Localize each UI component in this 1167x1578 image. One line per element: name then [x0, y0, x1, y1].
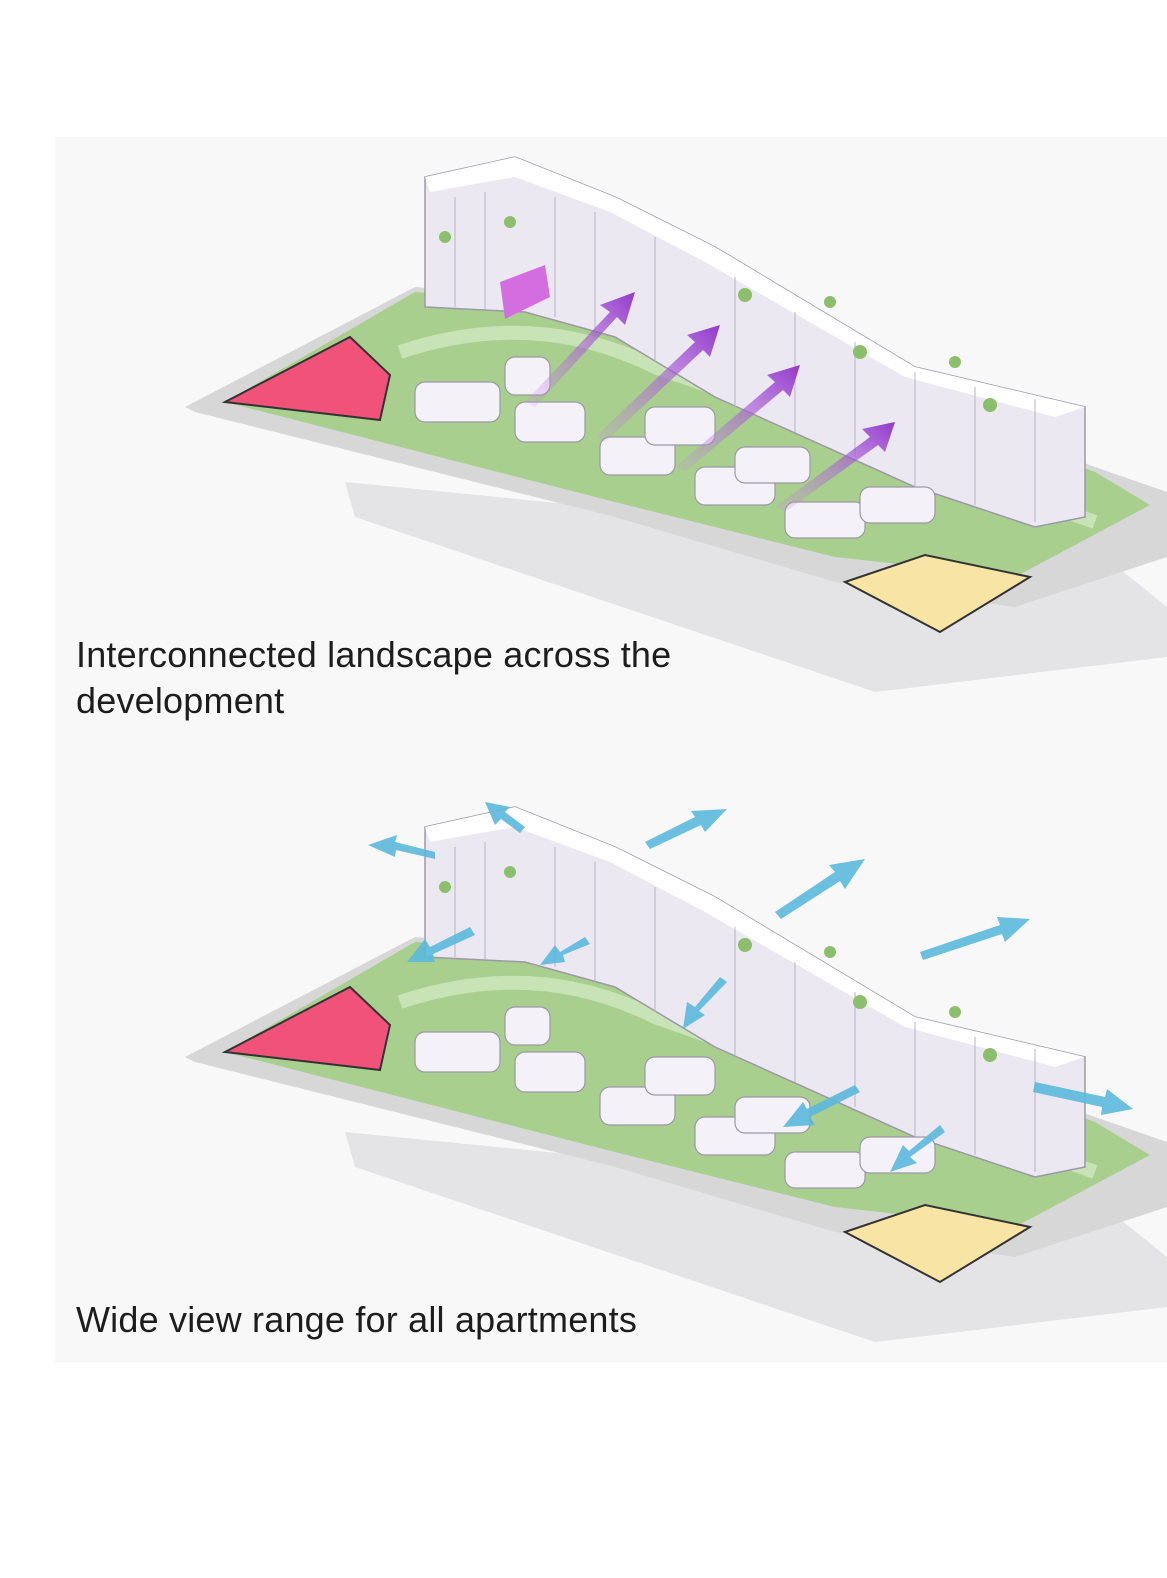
view-range-caption: Wide view range for all apartments: [76, 1297, 796, 1343]
view-range-diagram: [55, 797, 1167, 1357]
view-range-axonometric: [55, 797, 1167, 1357]
landscape-diagram: Interconnected landscape across the deve…: [55, 137, 1167, 737]
landscape-caption: Interconnected landscape across the deve…: [76, 632, 796, 724]
diagram-sheet: Interconnected landscape across the deve…: [55, 137, 1167, 1362]
